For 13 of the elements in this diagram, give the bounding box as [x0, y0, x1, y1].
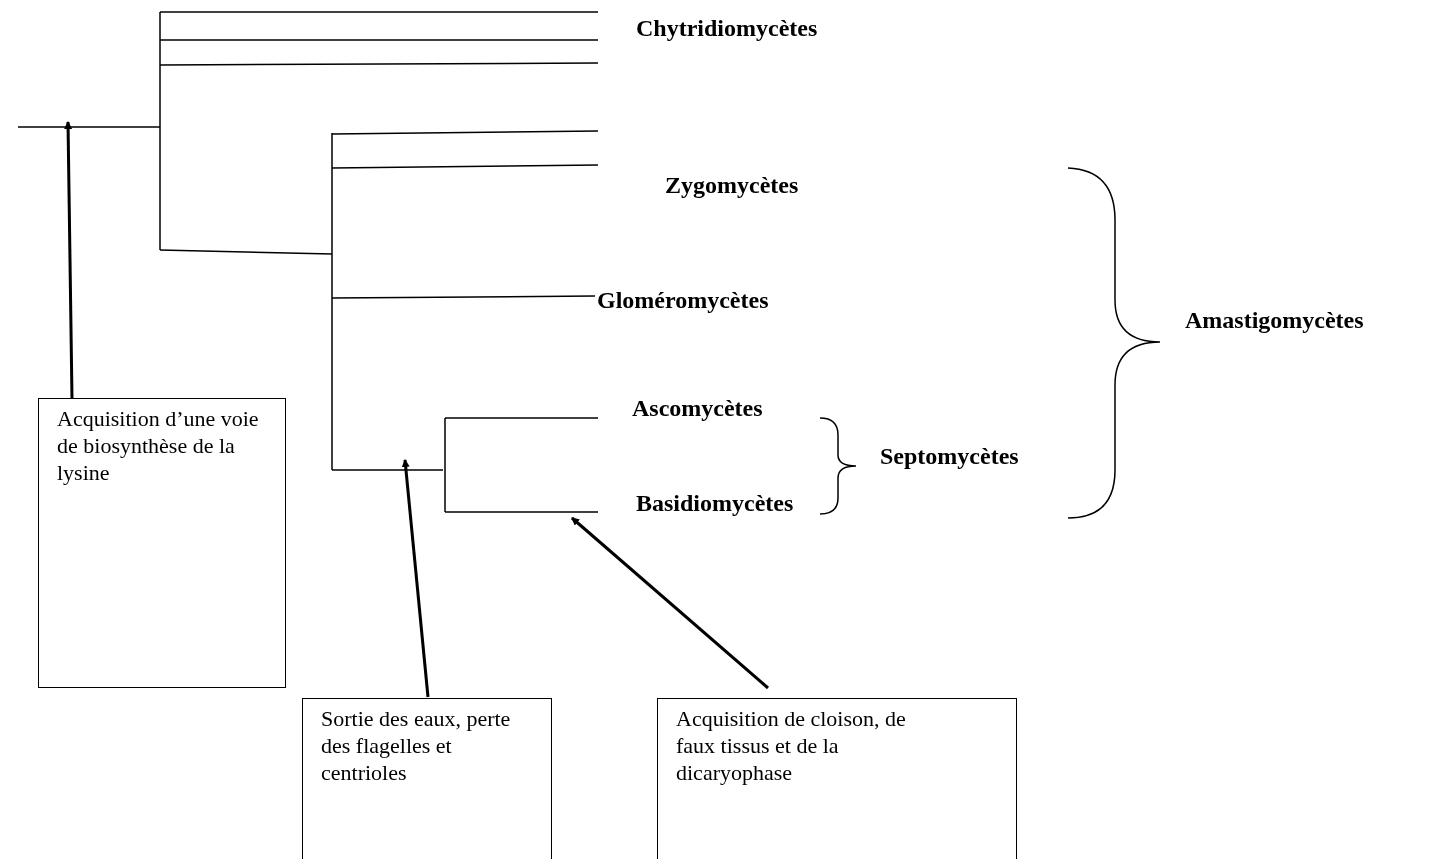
- taxon-label: Basidiomycètes: [636, 489, 794, 517]
- taxon-label: Zygomycètes: [665, 171, 799, 199]
- taxon-label: Ascomycètes: [632, 394, 763, 422]
- annotation-box: Sortie des eaux, perte des flagelles et centrioles: [302, 698, 552, 859]
- taxon-label: Chytridiomycètes: [636, 14, 818, 42]
- taxon-label: Gloméromycètes: [597, 286, 769, 314]
- annotation-box: Acquisition d’une voie de biosynthèse de la lysine: [38, 398, 286, 688]
- arrow: [64, 121, 74, 399]
- arrow: [401, 459, 430, 698]
- arrow: [571, 516, 769, 690]
- taxon-label: Amastigomycètes: [1185, 306, 1364, 334]
- taxon-label: Septomycètes: [880, 442, 1019, 470]
- annotation-box: Acquisition de cloison, de faux tissus et de la dicaryophase: [657, 698, 1017, 859]
